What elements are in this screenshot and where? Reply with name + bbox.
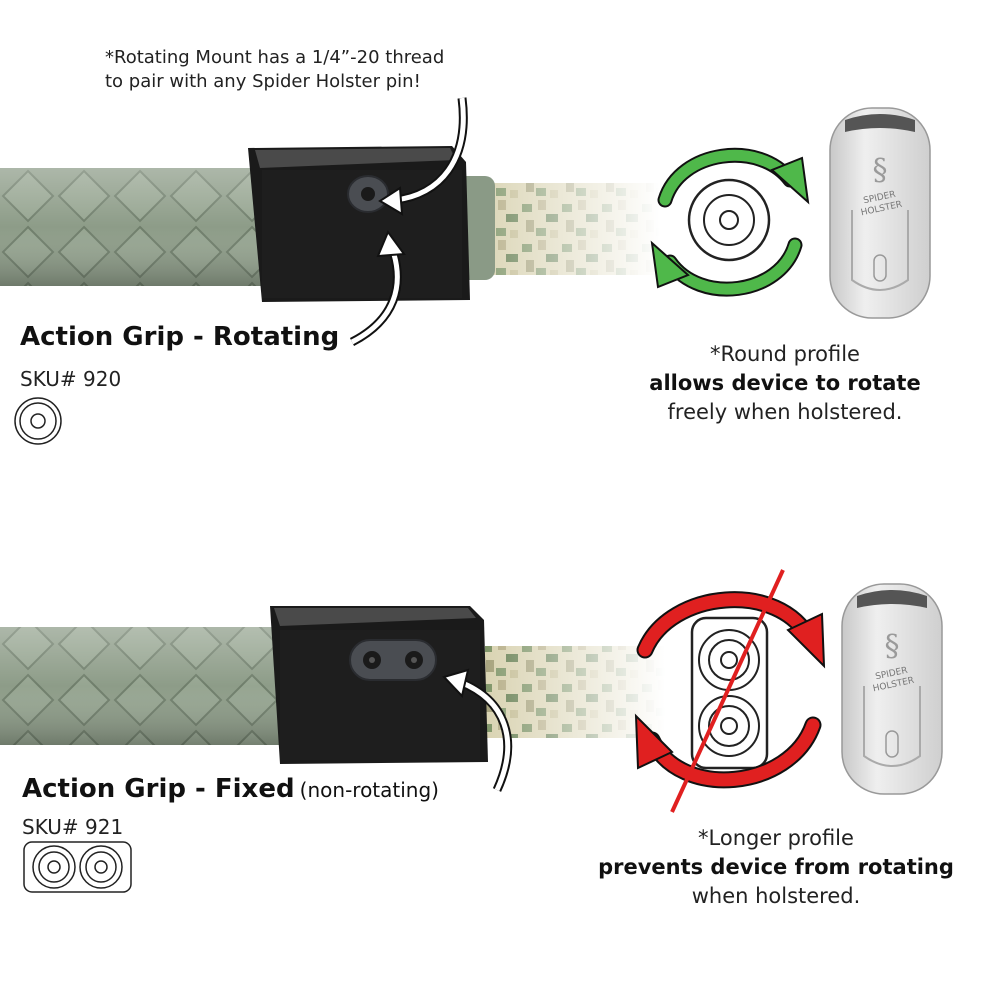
long-mount-diagram bbox=[690, 616, 769, 770]
rotating-caption-line3: freely when holstered. bbox=[667, 400, 903, 424]
top-note: *Rotating Mount has a 1/4”-20 thread to … bbox=[105, 46, 444, 94]
round-mount-sku-icon bbox=[14, 397, 62, 445]
round-mount-diagram bbox=[687, 178, 771, 262]
fixed-grip-illustration bbox=[0, 606, 665, 764]
rotating-sku: SKU# 920 bbox=[20, 367, 122, 391]
fixed-title-row: Action Grip - Fixed (non-rotating) bbox=[22, 774, 439, 804]
fixed-title-suffix: (non-rotating) bbox=[299, 778, 439, 802]
rotating-caption-line1: *Round profile bbox=[710, 342, 860, 366]
rotating-caption: *Round profile allows device to rotate f… bbox=[585, 340, 985, 427]
long-mount-sku-icon bbox=[23, 841, 132, 893]
spider-logo-icon: § bbox=[873, 153, 888, 188]
spider-holster-bottom: SPIDER HOLSTER § bbox=[841, 583, 943, 795]
rotate-arrows-red bbox=[634, 591, 826, 789]
rotating-title: Action Grip - Rotating bbox=[20, 322, 340, 352]
fixed-caption-line3: when holstered. bbox=[691, 884, 861, 908]
rotating-caption-line2: allows device to rotate bbox=[649, 371, 921, 395]
no-rotation-slash bbox=[670, 569, 785, 813]
fixed-title: Action Grip - Fixed bbox=[22, 774, 295, 804]
fixed-caption-line2: prevents device from rotating bbox=[598, 855, 954, 879]
callout-arrow-top-note bbox=[378, 97, 468, 216]
spider-logo-icon: § bbox=[885, 629, 900, 664]
spider-holster-top: SPIDER HOLSTER § bbox=[829, 107, 931, 319]
rotate-arrows-green bbox=[650, 147, 810, 297]
callout-arrow-fixed-title bbox=[442, 668, 513, 792]
fixed-sku: SKU# 921 bbox=[22, 815, 124, 839]
fixed-caption: *Longer profile prevents device from rot… bbox=[576, 824, 976, 911]
fixed-caption-line1: *Longer profile bbox=[698, 826, 854, 850]
top-note-line2: to pair with any Spider Holster pin! bbox=[105, 71, 421, 92]
rotating-grip-illustration bbox=[0, 146, 660, 302]
top-note-line1: *Rotating Mount has a 1/4”-20 thread bbox=[105, 47, 445, 68]
callout-arrow-rotating-title bbox=[349, 229, 406, 347]
